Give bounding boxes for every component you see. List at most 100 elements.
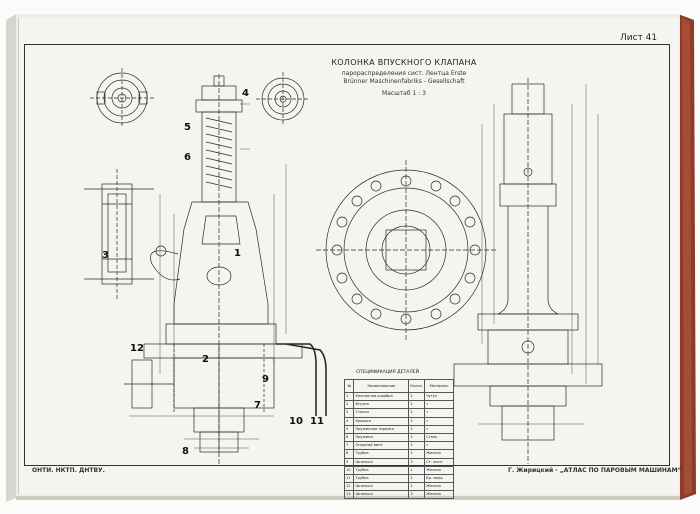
- spec-cell: 1: [408, 400, 426, 410]
- part-number-5: 5: [184, 122, 191, 133]
- spec-cell: 10: [343, 465, 355, 475]
- spec-cell: Шпилька: [353, 482, 410, 492]
- spec-cell: 1: [408, 482, 426, 492]
- spec-cell: »: [424, 441, 454, 451]
- spec-cell: Железо: [424, 482, 454, 492]
- spec-cell: 5: [343, 424, 355, 434]
- spec-header-name: Наименование: [353, 379, 410, 393]
- spec-cell: Стакан: [353, 408, 410, 418]
- spec-cell: Шпилька: [353, 457, 410, 467]
- part-number-9: 9: [262, 374, 269, 385]
- part-number-2: 2: [202, 354, 209, 365]
- spec-cell: »: [424, 416, 454, 426]
- spec-header-num: №: [343, 379, 355, 393]
- spec-cell: 9: [343, 457, 355, 467]
- spec-cell: Пружинная тарелка: [353, 424, 410, 434]
- spec-cell: 2: [343, 400, 355, 410]
- atlas-book: Лист 41 КОЛОНКА ВПУСКНОГО КЛАПАНА парора…: [6, 14, 696, 502]
- spec-cell: Трубка: [353, 473, 410, 484]
- footer-publisher: ОНТИ. НКТП. ДНТВУ.: [32, 467, 105, 474]
- spec-header-qty: Колич.: [408, 379, 426, 393]
- spec-cell: 1: [343, 391, 355, 402]
- technical-drawing: [84, 68, 603, 464]
- spec-table-title: СПЕЦИФИКАЦИЯ ДЕТАЛЕЙ: [356, 370, 419, 375]
- part-number-7: 7: [254, 400, 261, 411]
- spec-cell: Чугун: [424, 391, 454, 402]
- plan-view-top-left: [90, 68, 154, 128]
- spec-cell: 1: [408, 408, 426, 418]
- spec-cell: »: [424, 408, 454, 418]
- spec-cell: 12: [343, 482, 355, 492]
- spec-cell: Втулка: [353, 400, 410, 410]
- spec-cell: 1: [408, 424, 426, 434]
- drawing-scale: Масштаб 1 : 3: [382, 90, 426, 97]
- spec-cell: Шпилька: [353, 490, 410, 500]
- part-number-10: 10: [289, 416, 303, 427]
- spec-cell: Железо: [424, 465, 454, 475]
- spec-cell: Кр. медь: [424, 473, 454, 484]
- part-number-12: 12: [130, 343, 144, 354]
- flange-plan-view: [316, 160, 496, 340]
- spec-cell: 4: [343, 416, 355, 426]
- spec-cell: Железо: [424, 449, 454, 459]
- spec-cell: Трубка: [353, 465, 410, 475]
- spec-cell: 8: [343, 449, 355, 459]
- part-number-3: 3: [102, 250, 109, 261]
- spec-cell: 1: [408, 432, 426, 443]
- spec-cell: 1: [408, 449, 426, 459]
- spec-cell: Крышка: [353, 416, 410, 426]
- spec-cell: 13: [343, 490, 355, 500]
- part-number-11: 11: [310, 416, 324, 427]
- plan-view-small: [256, 72, 310, 126]
- part-number-6: 6: [184, 152, 191, 163]
- spec-table-header: № Наименование Колич. Материал: [343, 379, 454, 393]
- spec-cell: 1: [408, 416, 426, 426]
- spec-cell: Ст. желт: [424, 457, 454, 467]
- part-number-1: 1: [234, 248, 241, 259]
- main-section: [124, 74, 327, 464]
- spec-cell: »: [424, 400, 454, 410]
- spec-cell: Железо: [424, 490, 454, 500]
- spec-cell: Пружина: [353, 432, 410, 443]
- drawing-title: КОЛОНКА ВПУСКНОГО КЛАПАНА: [331, 58, 477, 67]
- footer-atlas-title: Г. Жирицкий - „АТЛАС ПО ПАРОВЫМ МАШИНАМ“: [508, 467, 682, 474]
- side-detail: [84, 169, 154, 299]
- drawing-subtitle-1: парораспределения сист. Лентца Erste: [341, 70, 467, 77]
- spec-cell: Сталь: [424, 432, 454, 443]
- spec-cell: 3: [408, 457, 426, 467]
- spec-cell: 11: [343, 473, 355, 484]
- spec-cell: 7: [343, 441, 355, 451]
- spec-cell: 1: [408, 441, 426, 451]
- spec-cell: 3: [408, 490, 426, 500]
- spec-cell: 1: [408, 391, 426, 402]
- spec-cell: Трубка: [353, 449, 410, 459]
- side-elevation: [453, 78, 603, 464]
- spec-cell: 1: [408, 465, 426, 475]
- spec-cell: 3: [343, 408, 355, 418]
- spec-cell: 6: [343, 432, 355, 443]
- spec-cell: Клапанная коробка: [353, 391, 410, 402]
- sheet-number: Лист 41: [620, 33, 658, 43]
- spec-header-material: Материал: [424, 379, 454, 393]
- drawing-subtitle-2: Brünner Maschinenfabriks - Gesellschaft: [343, 78, 465, 85]
- dimension-lines: [129, 103, 287, 449]
- spec-cell: 1: [408, 473, 426, 484]
- part-number-4: 4: [242, 88, 249, 99]
- spec-cell: Опорный винт: [353, 441, 410, 451]
- part-number-8: 8: [182, 446, 189, 457]
